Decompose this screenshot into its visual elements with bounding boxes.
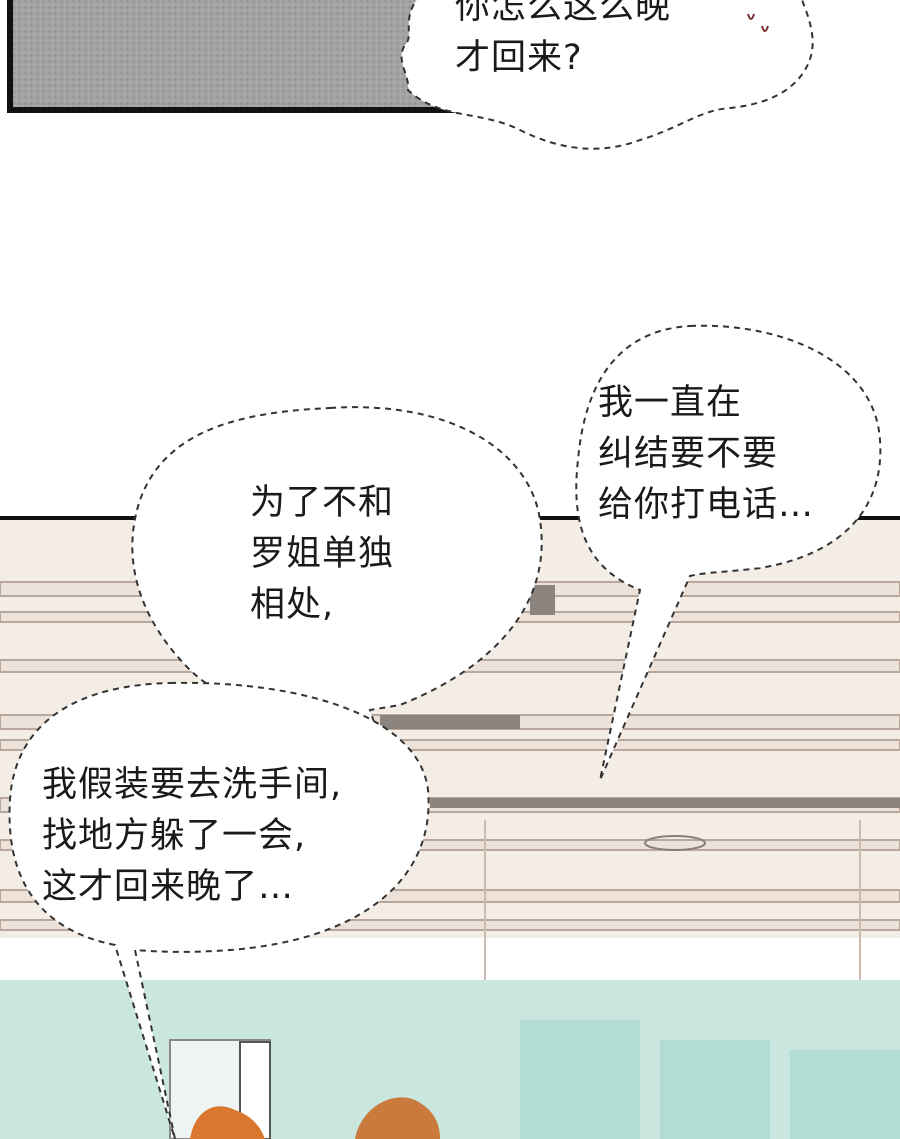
bubble-line: 你怎么这么晚 <box>455 0 672 27</box>
character-hair <box>355 1097 440 1139</box>
bubble-line: 我假装要去洗手间, <box>42 765 343 805</box>
bubble-line: 我一直在 <box>598 383 743 423</box>
bubble-line: 这才回来晚了… <box>42 867 295 907</box>
bubble-line: 纠结要不要 <box>598 434 779 474</box>
panel-top: 你怎么这么晚 才回来? <box>0 0 900 160</box>
character-hair <box>190 1106 265 1139</box>
speech-bubble-left <box>8 681 430 1139</box>
window-pane <box>520 1020 640 1139</box>
bubble-top-text: 你怎么这么晚 才回来? <box>455 0 671 84</box>
bubble-line: 相处, <box>250 585 335 625</box>
bubble-line: 才回来? <box>455 38 583 78</box>
ceiling-shadow <box>380 715 520 729</box>
panel-top-art <box>7 0 814 150</box>
bubble-line: 为了不和 <box>250 483 395 523</box>
bubble-middle-text: 为了不和 罗姐单独 相处, <box>250 478 394 631</box>
speech-bubble-top <box>400 0 814 150</box>
bubble-line: 找地方躲了一会, <box>42 816 307 856</box>
bubble-right-text: 我一直在 纠结要不要 给你打电话… <box>598 378 814 531</box>
bubble-line: 给你打电话… <box>598 485 815 525</box>
panel-interior: 我一直在 纠结要不要 给你打电话… 为了不和 罗姐单独 相处, 我假装要去洗手间… <box>0 320 900 1139</box>
sweat-drops-icon <box>747 13 769 32</box>
window-pane <box>790 1050 900 1139</box>
ceiling-shadow <box>430 798 900 808</box>
bubble-line: 罗姐单独 <box>250 534 395 574</box>
speech-bubble-middle <box>131 406 543 742</box>
speech-bubble-right <box>575 324 882 781</box>
ceiling-light-icon <box>644 835 706 851</box>
window-pane <box>660 1040 770 1139</box>
bubble-left-text: 我假装要去洗手间, 找地方躲了一会, 这才回来晚了… <box>42 760 342 913</box>
interior-scene-art <box>0 324 900 1139</box>
